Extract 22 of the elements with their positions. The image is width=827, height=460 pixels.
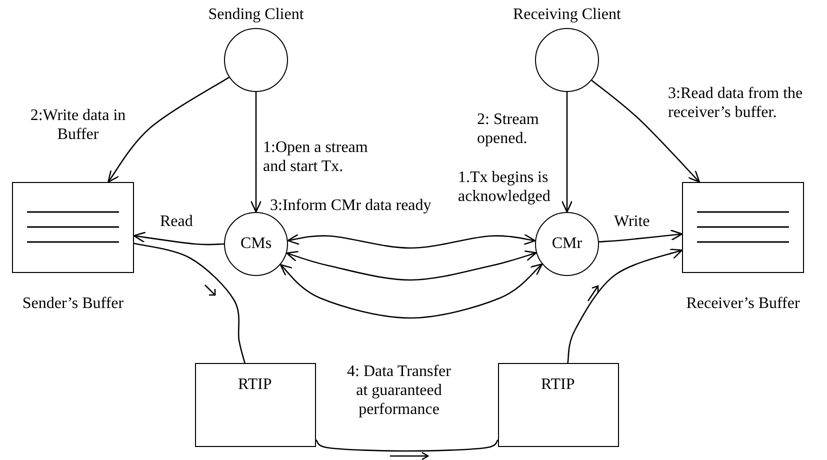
arrow <box>567 248 683 364</box>
connector-line <box>134 242 246 364</box>
protocol-label: RTIP <box>238 376 272 394</box>
protocol-label: RTIP <box>541 376 575 394</box>
arrow <box>280 263 543 319</box>
protocol-box <box>498 363 619 447</box>
client-label: Sending Client <box>208 6 304 24</box>
client-label: Receiving Client <box>513 6 621 24</box>
manager-label: CMr <box>552 235 582 253</box>
manager-label: CMs <box>240 235 272 253</box>
arrow <box>286 250 537 281</box>
connector-line <box>315 440 499 452</box>
buffer-label: Receiver’s Buffer <box>686 295 800 313</box>
buffer-label: Sender’s Buffer <box>22 295 124 313</box>
protocol-box <box>195 363 316 447</box>
arrow <box>561 92 573 213</box>
arrow <box>287 233 536 249</box>
arrow <box>108 76 230 183</box>
arrow <box>250 92 262 213</box>
arrow <box>133 232 224 246</box>
arrow <box>591 80 700 183</box>
arrow <box>598 230 683 242</box>
